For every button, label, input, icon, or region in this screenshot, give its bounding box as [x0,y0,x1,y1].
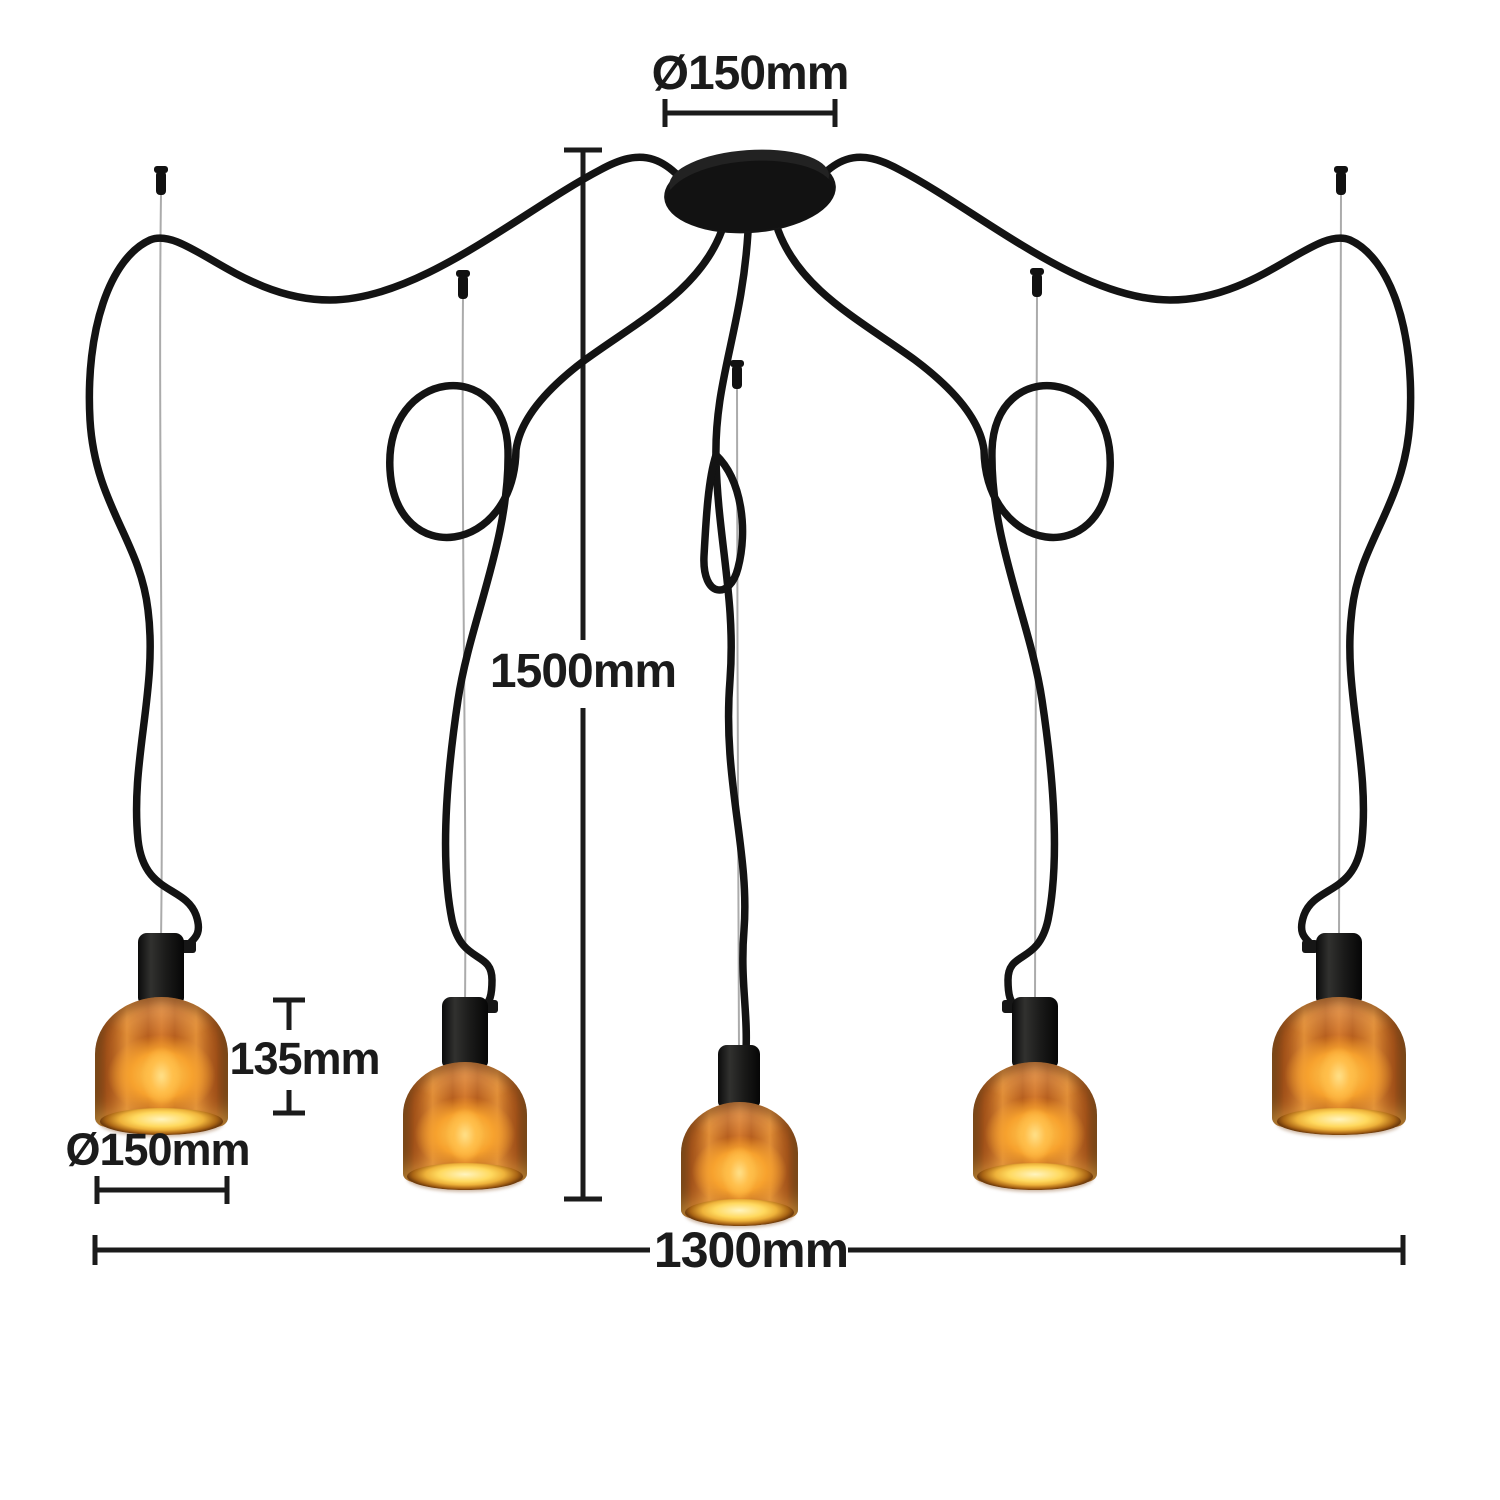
lamp-socket [1012,997,1058,1067]
copper-glass-shade [403,1062,527,1190]
cable-anchor-2 [456,270,470,299]
cable-entry-nub [180,940,196,953]
dim-shade-height-line [273,997,305,1116]
cable-to-lamp-3 [712,228,752,1054]
cable-anchor-1 [154,166,168,195]
cable-to-lamp-2 [386,226,726,1012]
bulb-glow [136,1036,187,1109]
shade-rim [99,1108,224,1135]
cable-anchor-3 [730,360,744,389]
shade-rim [1276,1108,1402,1135]
lamp-socket [718,1045,760,1107]
cable-to-lamp-4 [774,226,1114,1012]
dim-label-shade-diameter: Ø150mm [65,1124,250,1175]
cable-anchor-5 [1334,166,1348,195]
power-cables [85,153,1415,1054]
lamp-socket [138,933,184,1003]
cable-anchors [154,166,1348,389]
copper-glass-shade [681,1102,798,1226]
suspension-wire-4 [1034,295,1038,1005]
copper-glass-shade [95,997,228,1135]
shade-rim [977,1163,1093,1190]
suspension-wires [159,193,1342,1053]
shade-rim [407,1163,523,1190]
bulb-glow [1313,1036,1365,1109]
dim-label-shade-height: 135mm [229,1033,380,1084]
ceiling-canopy [664,149,836,234]
suspension-wire-1 [159,193,163,941]
lamp-socket [442,997,488,1067]
cable-to-lamp-5 [791,153,1415,952]
cable-anchor-4 [1030,268,1044,297]
bulb-glow [1011,1098,1059,1166]
dim-overall-width-line [92,1235,1406,1265]
dim-label-canopy-diameter: Ø150mm [651,47,850,100]
lamp-socket [1316,933,1362,1003]
dimension-lines [92,99,1406,1265]
cable-to-lamp-1 [85,153,709,952]
dim-label-overall-width: 1300mm [653,1222,849,1278]
dim-label-suspension-length: 1500mm [489,645,677,698]
dim-shade-diameter-line [94,1176,230,1204]
bulb-glow [717,1136,762,1202]
copper-glass-shade [973,1062,1097,1190]
bulb-glow [441,1098,489,1166]
cable-to-lamp-3-loop [700,451,747,594]
dim-suspension-length-line [564,147,602,1202]
dim-canopy-diameter-line [662,99,838,127]
shade-rim [685,1199,794,1226]
copper-glass-shade [1272,997,1406,1135]
cable-entry-nub [1302,940,1318,953]
suspension-wire-5 [1338,193,1342,941]
